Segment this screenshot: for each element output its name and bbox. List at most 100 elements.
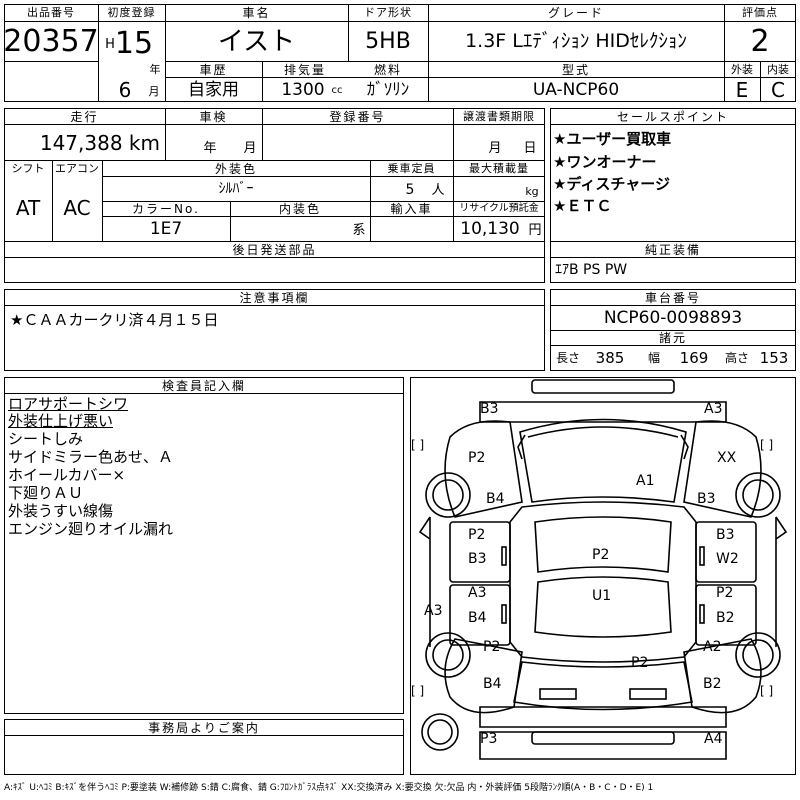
legend: A:ｷｽﾞ U:ﾍｺﾐ B:ｷｽﾞを伴うﾍｺﾐ P:要塗装 W:補修跡 S:錆 …	[4, 782, 654, 793]
inspector-line: 外装うすい線傷	[8, 502, 114, 520]
sales-point-item: ★ユーザー買取車	[553, 130, 672, 148]
exterior-score: E	[735, 78, 749, 102]
interior-score: C	[771, 78, 785, 102]
color-label: 外装色	[214, 161, 257, 176]
sales-point-item: ★ディスチャージ	[553, 175, 670, 193]
bracket-marker: [ ]	[411, 438, 425, 452]
later-parts-label: 後日発送部品	[232, 242, 317, 257]
car-diagram	[418, 379, 788, 760]
damage-code: P2	[592, 547, 610, 563]
damage-code: XX	[717, 450, 737, 466]
score: 2	[750, 23, 770, 59]
damage-code: B4	[483, 676, 502, 692]
recycle: 10,130	[460, 218, 520, 239]
transfer-day-unit: 日	[523, 140, 537, 156]
inspection-label: 車検	[199, 109, 228, 124]
inspector-line: エンジン廻りオイル漏れ	[8, 520, 174, 538]
bracket-marker: [ ]	[760, 684, 774, 698]
damage-code: A2	[703, 639, 722, 655]
first-reg-year: 15	[114, 26, 154, 61]
vehicle-details-table	[4, 108, 545, 283]
reg-no-label: 登録番号	[329, 109, 386, 124]
lot-no-label: 出品番号	[27, 6, 75, 19]
exterior-label: 外装	[731, 63, 753, 76]
bracket-marker: [ ]	[760, 438, 774, 452]
damage-code: A3	[704, 401, 723, 417]
recycle-label: リサイクル預託金	[459, 203, 539, 214]
shift-label: シフト	[11, 162, 45, 175]
damage-code: P2	[483, 639, 501, 655]
damage-code: B3	[716, 527, 735, 543]
damage-code: B4	[486, 491, 505, 507]
shift: AT	[15, 196, 41, 220]
damage-code: P2	[716, 585, 734, 601]
equipment: ｴｱB PS PW	[555, 262, 628, 278]
int-color-label: 内装色	[278, 202, 321, 216]
fuel-label: 燃料	[373, 62, 402, 77]
damage-code: P3	[480, 731, 498, 747]
capacity-unit: 人	[431, 182, 445, 198]
car-diagram-box	[410, 377, 796, 775]
sales-point-label: セールスポイント	[616, 109, 729, 124]
month-unit: 月	[148, 84, 160, 98]
inspector-line: 外装仕上げ悪い	[8, 412, 114, 430]
equipment-label: 純正装備	[644, 242, 701, 257]
transfer-month-unit: 月	[488, 140, 502, 156]
damage-code: A4	[704, 731, 723, 747]
chassis-label: 車台番号	[644, 290, 701, 305]
color-no-label: カラーNo.	[132, 202, 200, 216]
length: 385	[595, 348, 625, 367]
grade: 1.3F Lｴﾃﾞｨｼｮﾝ HIDｾﾚｸｼｮﾝ	[465, 30, 687, 52]
capacity: 5	[405, 182, 415, 198]
year-unit: 年	[149, 62, 161, 76]
sales-point-item: ★ワンオーナー	[553, 153, 657, 171]
mileage-label: 走行	[70, 109, 99, 124]
notes-label: 注意事項欄	[239, 290, 310, 305]
damage-code: A1	[636, 473, 655, 489]
inspector-line: シートしみ	[8, 430, 84, 448]
office-box	[4, 719, 404, 775]
damage-code: P2	[631, 655, 649, 671]
damage-code: W2	[716, 551, 739, 567]
displacement-unit: cc	[331, 85, 343, 96]
damage-code: U1	[592, 588, 612, 604]
inspector-line: サイドミラー色あせ、Ａ	[8, 448, 174, 466]
model: UA-NCP60	[532, 79, 620, 100]
history: 自家用	[188, 79, 239, 100]
damage-code: A3	[424, 603, 443, 619]
import-label: 輸入車	[390, 202, 433, 216]
notes: ★ＣＡＡカークリ済４月１５日	[10, 310, 219, 329]
length-label: 長さ	[556, 351, 581, 365]
fuel: ｶﾞｿﾘﾝ	[366, 79, 410, 100]
damage-code: B4	[468, 610, 487, 626]
lot-no: 20357	[3, 24, 99, 59]
displacement-label: 排気量	[283, 62, 326, 77]
inspector-box	[4, 377, 404, 714]
recycle-unit: 円	[528, 222, 542, 238]
score-label: 評価点	[742, 6, 778, 19]
inspection-month-unit: 月	[243, 140, 257, 156]
door-type: 5HB	[365, 28, 411, 54]
first-reg-label: 初度登録	[107, 6, 156, 19]
inspector-line: ロアサポートシワ	[8, 395, 129, 413]
first-reg-month: 6	[118, 78, 132, 102]
notes-box	[4, 289, 545, 371]
load-label: 最大積載量	[469, 162, 529, 175]
width-label: 幅	[647, 351, 660, 365]
damage-code: P2	[468, 527, 486, 543]
color: ｼﾙﾊﾞｰ	[218, 181, 254, 197]
height: 153	[759, 348, 789, 367]
damage-code: B3	[480, 401, 499, 417]
chassis-number: NCP60-0098893	[603, 307, 743, 328]
door-label: ドア形状	[364, 6, 412, 19]
damage-code: A3	[468, 585, 487, 601]
car-name: イスト	[217, 26, 296, 57]
load-unit: kg	[525, 184, 539, 198]
ac-label: エアコン	[55, 162, 99, 175]
sales-point-box	[550, 108, 796, 283]
inspector-line: ホイールカバー×	[8, 466, 126, 484]
damage-code: B2	[716, 610, 735, 626]
inspector-label: 検査員記入欄	[161, 378, 246, 393]
damage-code: P2	[468, 450, 486, 466]
transfer-label: 譲渡書類期限	[463, 110, 535, 123]
